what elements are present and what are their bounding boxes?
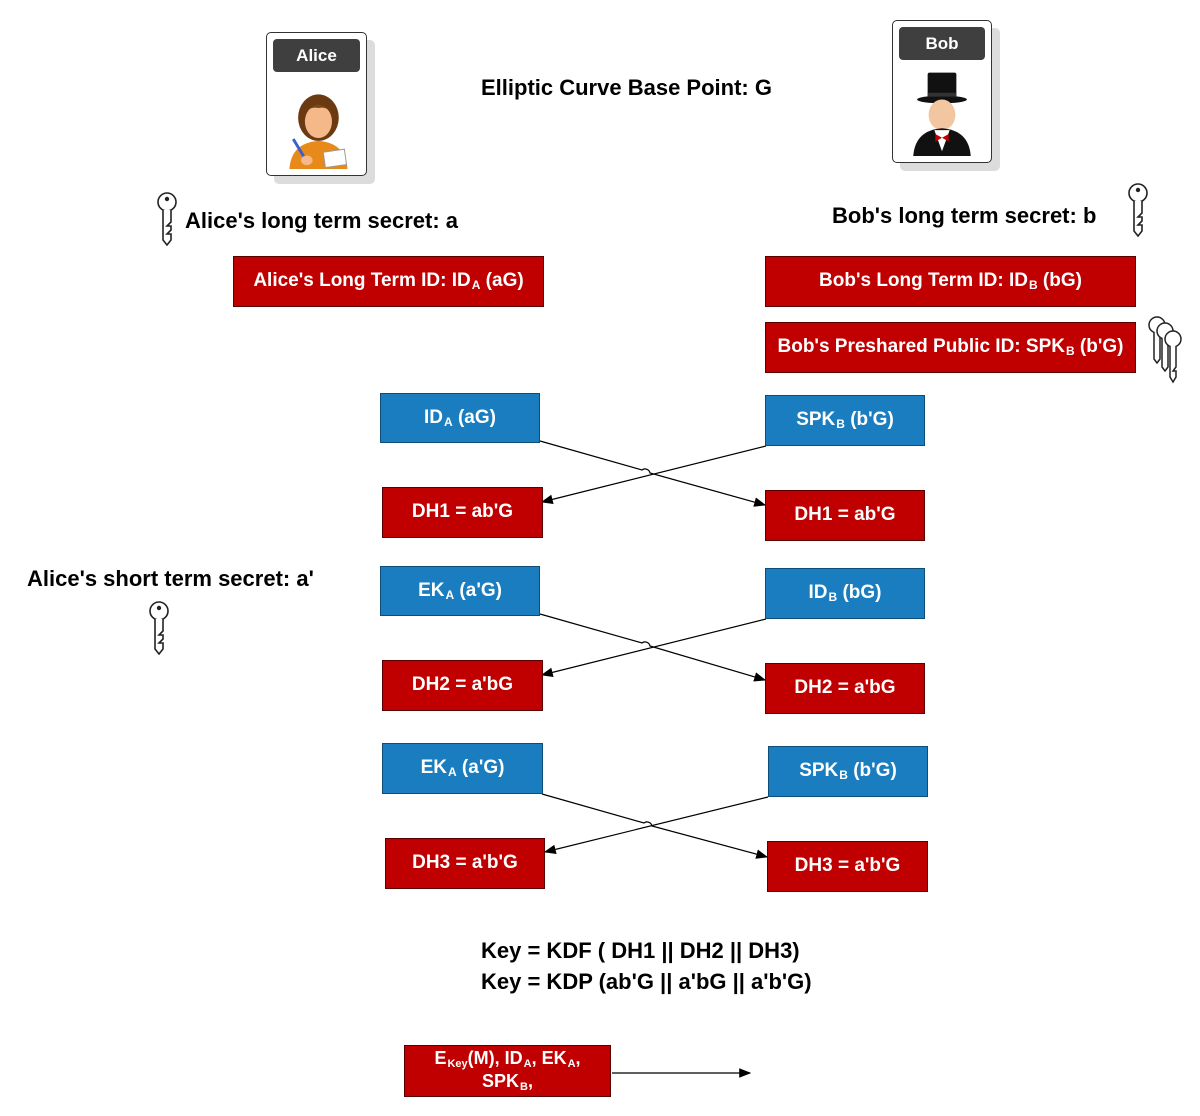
alice-short-term-secret: Alice's short term secret: a' <box>27 566 314 591</box>
bob-public-key-box-1: SPKB (b'G) <box>765 395 925 446</box>
alice-dh-result-box-2: DH2 = a'bG <box>382 660 543 711</box>
arrow-alice-id-to-bob-dh1 <box>539 440 767 507</box>
alice-dh-result-box-1: DH1 = ab'G <box>382 487 543 538</box>
arrow-alice-ek-to-bob-dh3 <box>541 793 769 859</box>
bob-dh-result-box-3: DH3 = a'b'G <box>767 841 928 892</box>
bob-public-key-box-3: SPKB (b'G) <box>768 746 928 797</box>
message-line-2: SPKB, <box>482 1071 533 1093</box>
bob-card: Bob <box>892 20 992 163</box>
alice-card-title: Alice <box>273 39 360 72</box>
bob-card-title: Bob <box>899 27 985 60</box>
arrow-alice-ek-to-bob-dh2 <box>539 613 767 682</box>
bob-preshared-id-box: Bob's Preshared Public ID: SPKB (b'G) <box>765 322 1136 373</box>
bob-long-term-id-box: Bob's Long Term ID: IDB (bG) <box>765 256 1136 307</box>
arrow-bob-id-to-alice-dh2 <box>540 618 767 678</box>
alice-avatar-icon <box>267 77 366 169</box>
alice-dh-result-box-3: DH3 = a'b'G <box>385 838 545 889</box>
bob-dh-result-box-1: DH1 = ab'G <box>765 490 925 541</box>
alice-long-term-secret: Alice's long term secret: a <box>185 208 459 233</box>
arrow-bob-spk-to-alice-dh3 <box>543 796 769 855</box>
alice-public-key-box-1: IDA (aG) <box>380 393 540 443</box>
key-icon <box>154 192 180 251</box>
key-ring-icon <box>1144 315 1186 392</box>
key-icon <box>1125 183 1151 242</box>
bob-long-term-secret: Bob's long term secret: b <box>832 203 1097 228</box>
bob-dh-result-box-2: DH2 = a'bG <box>765 663 925 714</box>
alice-public-key-box-2: EKA (a'G) <box>380 566 540 616</box>
key-formula-kdp: Key = KDP (ab'G || a'bG || a'b'G) <box>481 969 812 994</box>
base-point-title: Elliptic Curve Base Point: G <box>481 75 772 100</box>
message-box: EKey(M), IDA, EKA, SPKB, <box>404 1045 611 1097</box>
arrow-bob-spk-to-alice-dh1 <box>540 445 767 505</box>
bob-public-key-box-2: IDB (bG) <box>765 568 925 619</box>
alice-card: Alice <box>266 32 367 176</box>
key-formula-kdf: Key = KDF ( DH1 || DH2 || DH3) <box>481 938 800 963</box>
message-line-1: EKey(M), IDA, EKA, <box>434 1047 581 1070</box>
alice-public-key-box-3: EKA (a'G) <box>382 743 543 794</box>
key-icon <box>146 601 172 660</box>
bob-avatar-icon <box>893 65 991 156</box>
alice-long-term-id-box: Alice's Long Term ID: IDA (aG) <box>233 256 544 307</box>
